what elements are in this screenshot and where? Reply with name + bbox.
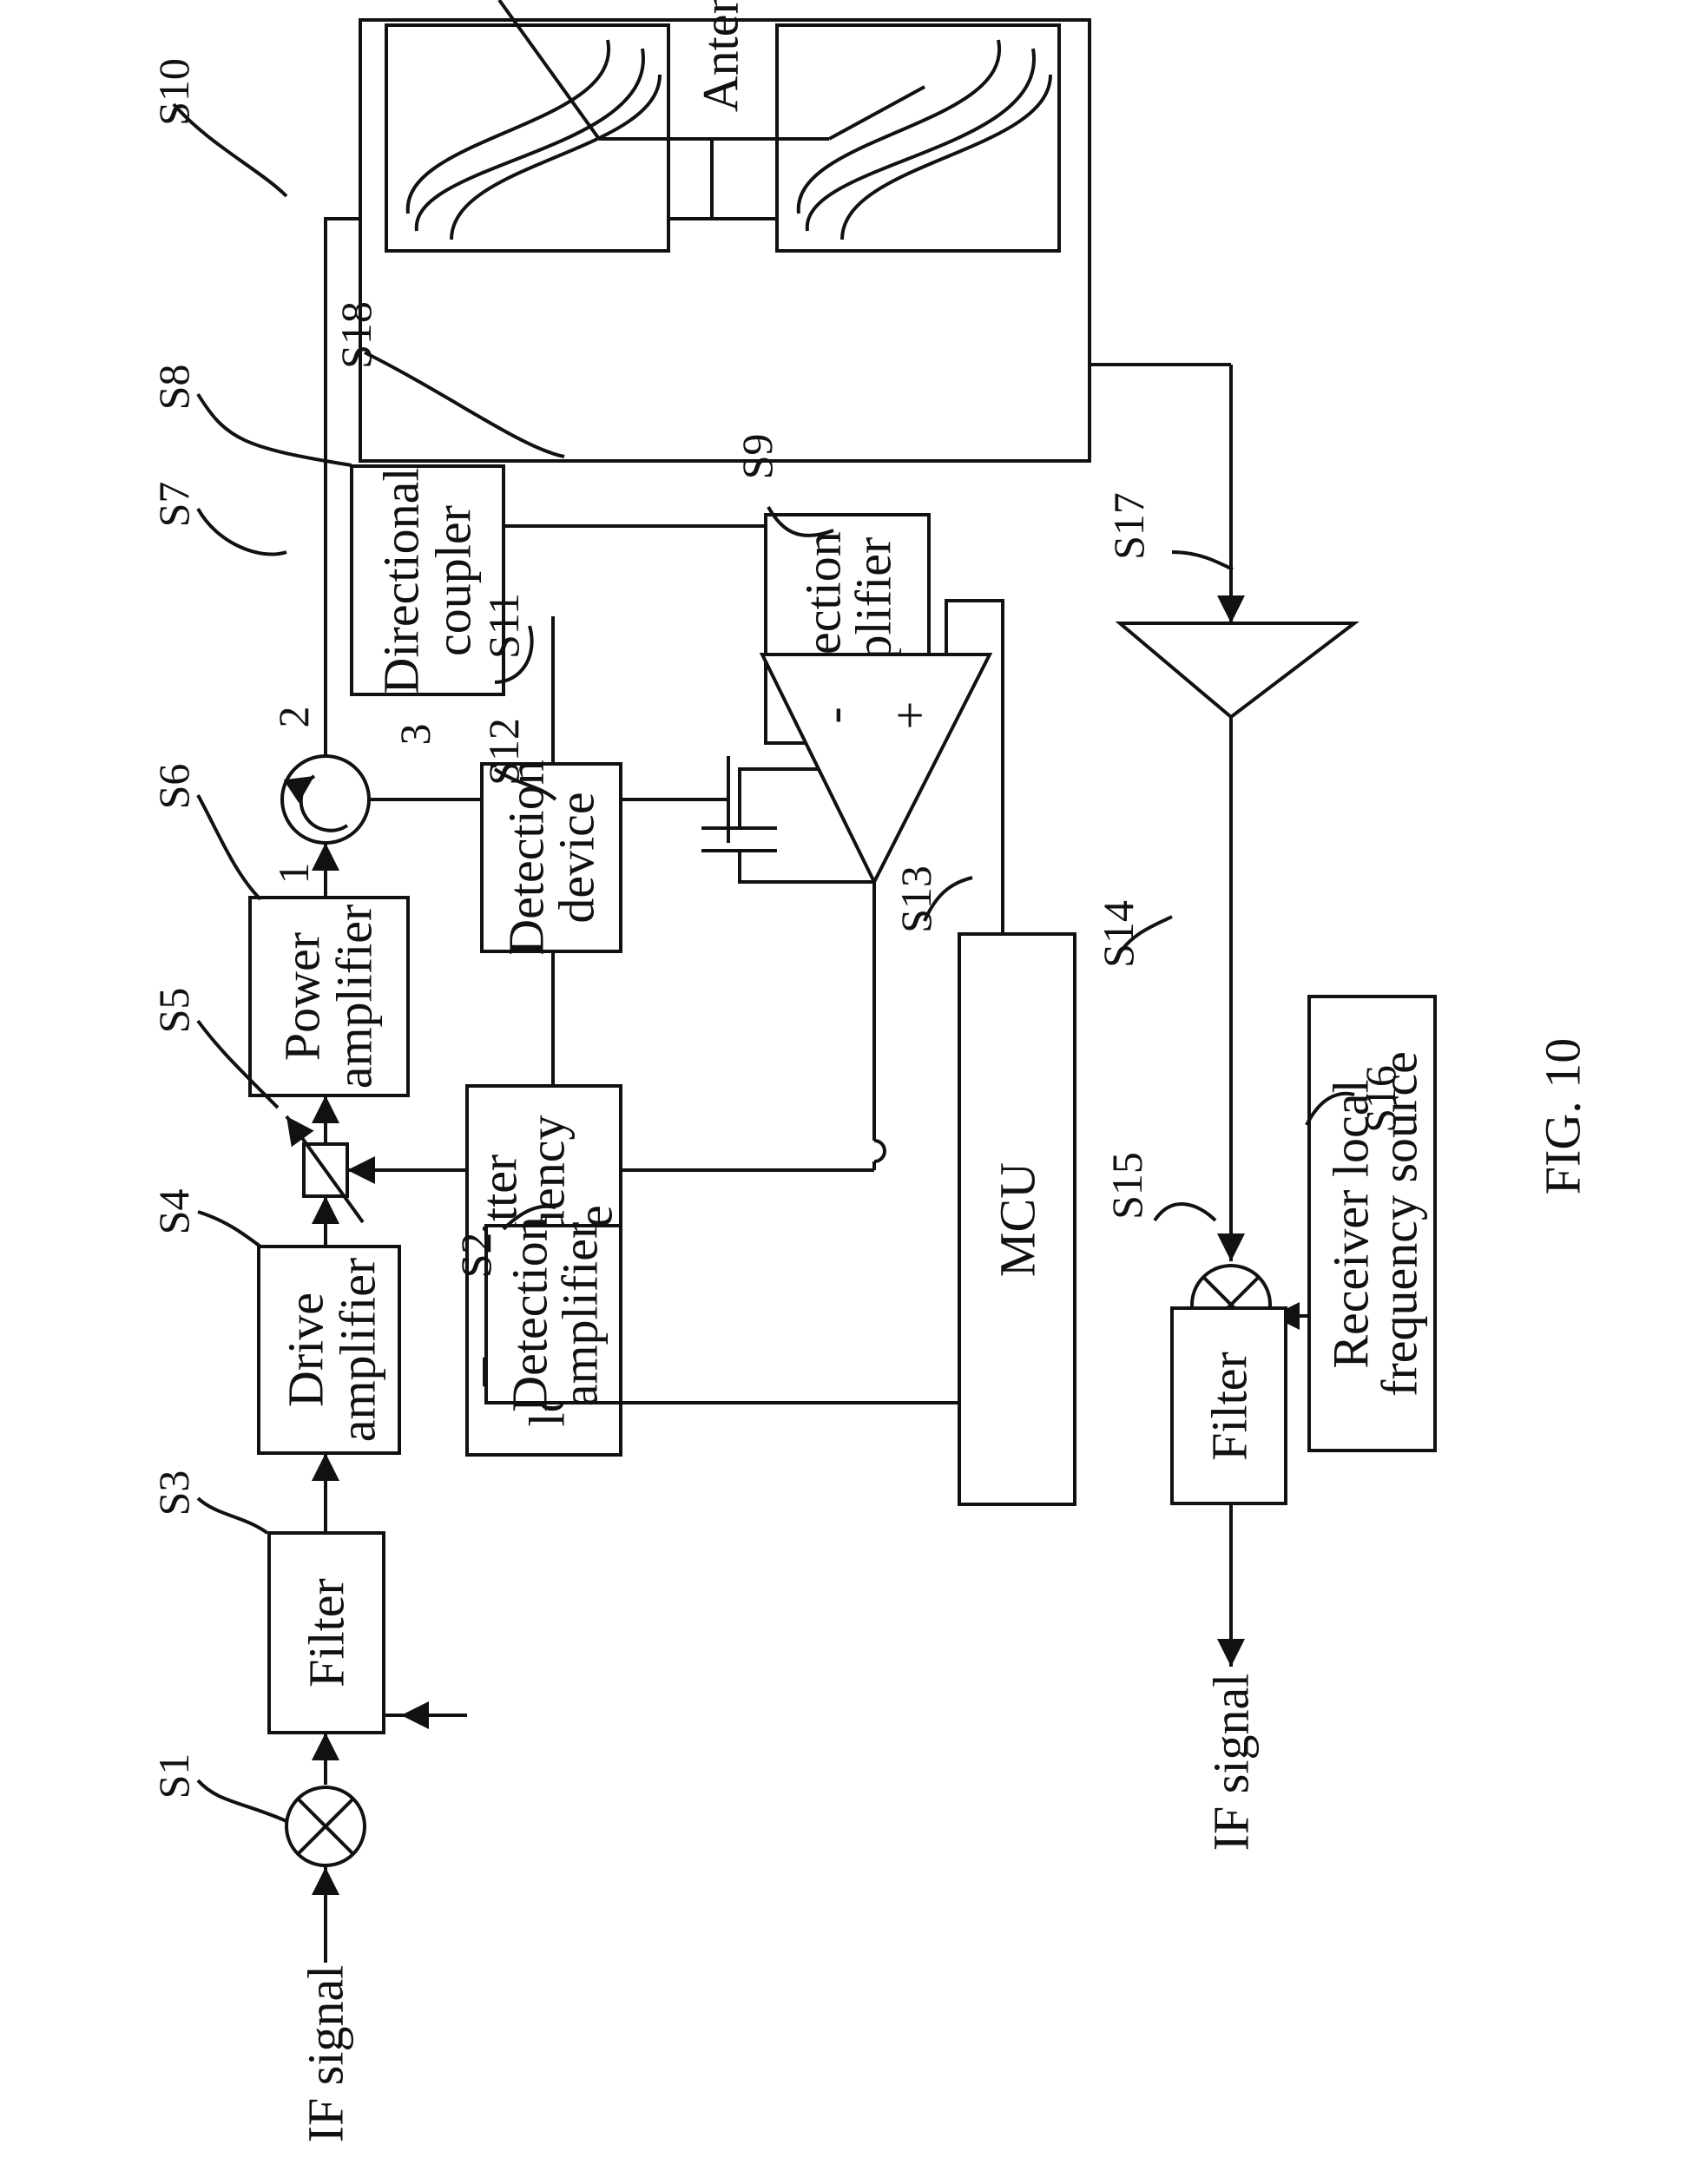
tag-s8: S8 — [149, 365, 198, 411]
filter-s3: Filter — [269, 1533, 384, 1733]
tag-s4: S4 — [149, 1189, 198, 1235]
port-1-label: 1 — [269, 863, 318, 885]
wire-cap-top — [740, 769, 833, 828]
tag-s17: S17 — [1104, 492, 1153, 560]
detdev-line2: device — [549, 792, 605, 923]
opamp-plus: + — [882, 701, 938, 730]
drive-amp-line1: Drive — [278, 1293, 334, 1407]
port-2-label: 2 — [269, 707, 318, 728]
tag-s12: S12 — [479, 718, 528, 786]
figure-caption: FIG. 10 — [1535, 1038, 1591, 1194]
dir-coupler-line2: coupler — [425, 505, 482, 656]
opamp-minus: - — [806, 707, 862, 723]
tag-s14: S14 — [1094, 900, 1142, 968]
filter-s14: Filter — [1172, 1308, 1286, 1503]
tag-s7: S7 — [149, 482, 198, 528]
power-amp-line1: Power — [274, 932, 331, 1061]
power-amplifier-s6: Power amplifier — [250, 898, 408, 1095]
mcu-label: MCU — [990, 1162, 1046, 1277]
tag-s5: S5 — [149, 988, 198, 1034]
wire-cap-bottom — [740, 851, 874, 882]
circulator-s7 — [282, 756, 369, 843]
tag-s10: S10 — [149, 58, 198, 126]
filter-s3-label: Filter — [299, 1578, 355, 1687]
tag-s16: S16 — [1356, 1065, 1405, 1133]
lna-s17 — [1120, 623, 1354, 717]
wire-crossover-hop — [874, 1141, 885, 1161]
filter-s14-label: Filter — [1202, 1352, 1258, 1461]
power-amp-line2: amplifier — [326, 905, 383, 1089]
detamp2-line2: amplifier — [552, 1222, 609, 1407]
detdev-line1: Detection — [498, 760, 555, 955]
tag-s6: S6 — [149, 764, 198, 810]
receiver-lo-s16: Receiver local frequency source — [1309, 997, 1435, 1451]
tag-s13: S13 — [892, 865, 940, 933]
tag-s2: S2 — [451, 1233, 500, 1279]
if-signal-out-label: IF signal — [1203, 1674, 1260, 1852]
tag-s15: S15 — [1103, 1152, 1151, 1220]
detection-device-s11: Detection device — [482, 760, 621, 955]
port-3-label: 3 — [391, 724, 439, 746]
directional-coupler-s8: Directional coupler — [352, 466, 504, 694]
if-signal-in-label: IF signal — [298, 1965, 354, 2143]
mixer-s1 — [286, 1787, 365, 1865]
tag-s1: S1 — [149, 1753, 198, 1799]
tag-s3: S3 — [149, 1470, 198, 1516]
drive-amplifier-s4: Drive amplifier — [259, 1247, 399, 1453]
mcu-s13: MCU — [959, 934, 1075, 1504]
antenna-label: Antenna — [693, 0, 749, 112]
detamp2-line1: Detection — [502, 1216, 558, 1411]
detection-amplifier-s12: Detection amplifier — [486, 1216, 621, 1411]
tag-s11: S11 — [479, 593, 528, 659]
dir-coupler-line1: Directional — [373, 468, 430, 694]
tag-s9: S9 — [733, 434, 781, 480]
drive-amp-line2: amplifier — [330, 1258, 386, 1443]
tag-s18: S18 — [332, 301, 380, 369]
